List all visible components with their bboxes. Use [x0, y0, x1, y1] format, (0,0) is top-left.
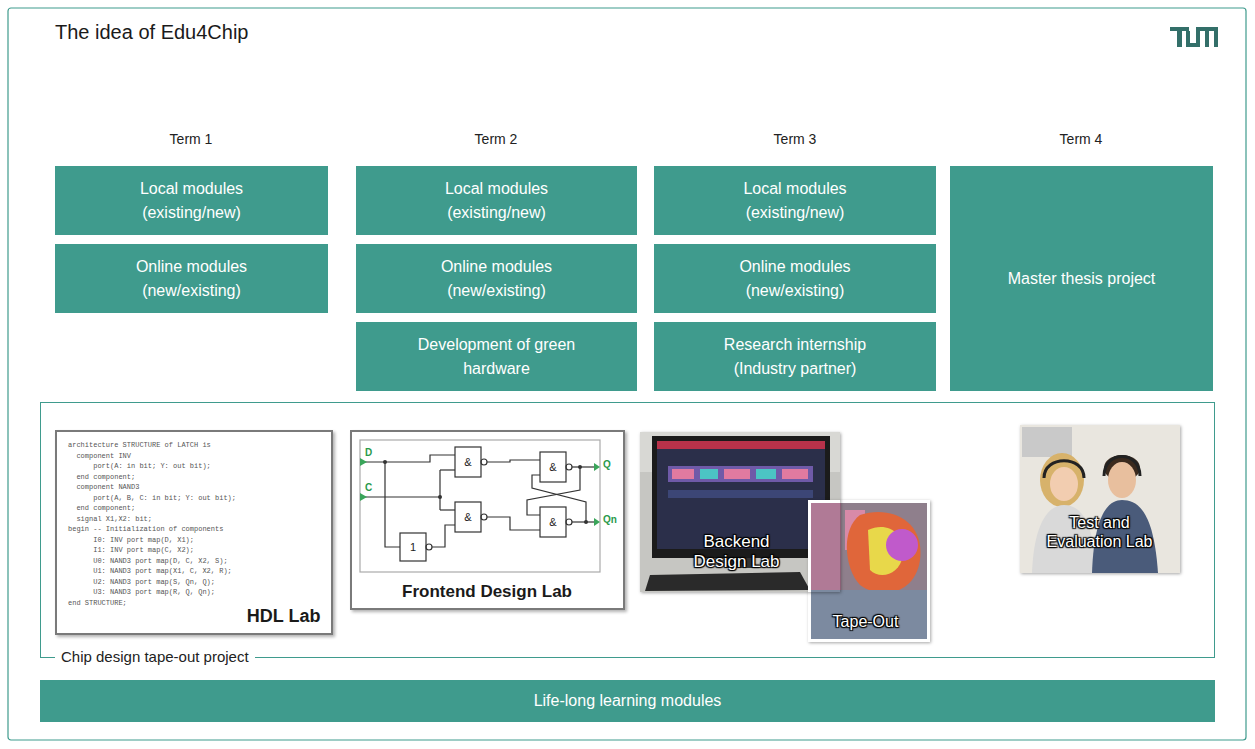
vhdl-code-line: component INV — [76, 452, 131, 461]
vhdl-code-line: port(A: in bit; Y: out bit); — [93, 462, 211, 471]
gate-symbol: & — [549, 516, 556, 528]
vhdl-code-line: U0: NAND3 port map(D, C, X2, S); — [93, 557, 227, 566]
gate-symbol: & — [549, 461, 556, 473]
module-box: Local modules (existing/new) — [55, 166, 328, 235]
term-label: Term 3 — [774, 131, 817, 147]
panel-label: Backend Design Lab — [682, 532, 792, 573]
box-label: Local modules (existing/new) — [112, 177, 272, 225]
module-box: Master thesis project — [950, 166, 1213, 391]
vhdl-code-line: architecture STRUCTURE of LATCH is — [68, 441, 211, 450]
module-box: Online modules (new/existing) — [55, 244, 328, 313]
box-label: Local modules (existing/new) — [417, 177, 577, 225]
vhdl-code-line: end component; — [76, 504, 135, 513]
term-label: Term 2 — [475, 131, 518, 147]
box-label: Life-long learning modules — [534, 689, 722, 713]
vhdl-code-line: begin -- Initialization of components — [68, 525, 223, 534]
module-box: Research internship (Industry partner) — [654, 322, 936, 391]
module-box: Local modules (existing/new) — [356, 166, 637, 235]
vhdl-code-line: end component; — [76, 473, 135, 482]
vhdl-code-line: I1: INV port map(C, X2); — [93, 546, 194, 555]
vhdl-code-line: U1: NAND3 port map(X1, C, X2, R); — [93, 567, 232, 576]
signal-name: D — [365, 447, 372, 459]
gate-symbol: & — [464, 456, 471, 468]
box-label: Local modules (existing/new) — [715, 177, 875, 225]
tape-out-layout — [808, 500, 930, 642]
vhdl-code-line: component NAND3 — [76, 483, 139, 492]
box-label: Development of green hardware — [402, 333, 592, 381]
term-label: Term 4 — [1060, 131, 1103, 147]
tum-logo — [1170, 27, 1218, 47]
module-box: Online modules (new/existing) — [356, 244, 637, 313]
box-label: Research internship (Industry partner) — [700, 333, 890, 381]
logic-schematic — [360, 440, 600, 572]
module-box: Life-long learning modules — [40, 680, 1215, 722]
panel-label: Chip design tape-out project — [55, 648, 255, 666]
photo-panel: Test and Evaluation Lab — [1020, 425, 1180, 573]
gate-symbol: & — [464, 511, 471, 523]
box-label: Online modules (new/existing) — [112, 255, 272, 303]
module-box: Development of green hardware — [356, 322, 637, 391]
vhdl-code-line: U3: NAND3 port map(R, Q, Qn); — [93, 588, 215, 597]
box-label: Master thesis project — [1008, 267, 1156, 291]
panel-label: HDL Lab — [247, 606, 321, 627]
module-box: Online modules (new/existing) — [654, 244, 936, 313]
box-label: Online modules (new/existing) — [417, 255, 577, 303]
diagram-title: The idea of Edu4Chip — [55, 21, 248, 44]
test-lab-photo — [1020, 425, 1180, 573]
signal-name: Q — [603, 459, 611, 471]
panel-label: Tape-Out — [816, 612, 916, 631]
module-box: Local modules (existing/new) — [654, 166, 936, 235]
outer-border — [8, 8, 1246, 740]
photo-panel: Backend Design Lab — [640, 432, 840, 592]
term-label: Term 1 — [170, 131, 213, 147]
lab-panel: Frontend Design Lab — [350, 430, 625, 610]
signal-name: Qn — [603, 514, 617, 526]
vhdl-code-line: signal X1,X2: bit; — [76, 515, 152, 524]
panel-label: Test and Evaluation Lab — [1040, 513, 1160, 551]
vhdl-code-line: port(A, B, C: in bit; Y: out bit); — [93, 494, 236, 503]
gate-symbol: 1 — [410, 541, 416, 553]
vhdl-code-line: I0: INV port map(D, X1); — [93, 536, 194, 545]
photo-panel: Tape-Out — [808, 500, 930, 642]
panel-label: Frontend Design Lab — [352, 582, 623, 602]
vhdl-code-line: end STRUCTURE; — [68, 599, 127, 608]
box-label: Online modules (new/existing) — [715, 255, 875, 303]
vhdl-code-line: U2: NAND3 port map(S, Qn, Q); — [93, 578, 215, 587]
signal-name: C — [365, 482, 372, 494]
